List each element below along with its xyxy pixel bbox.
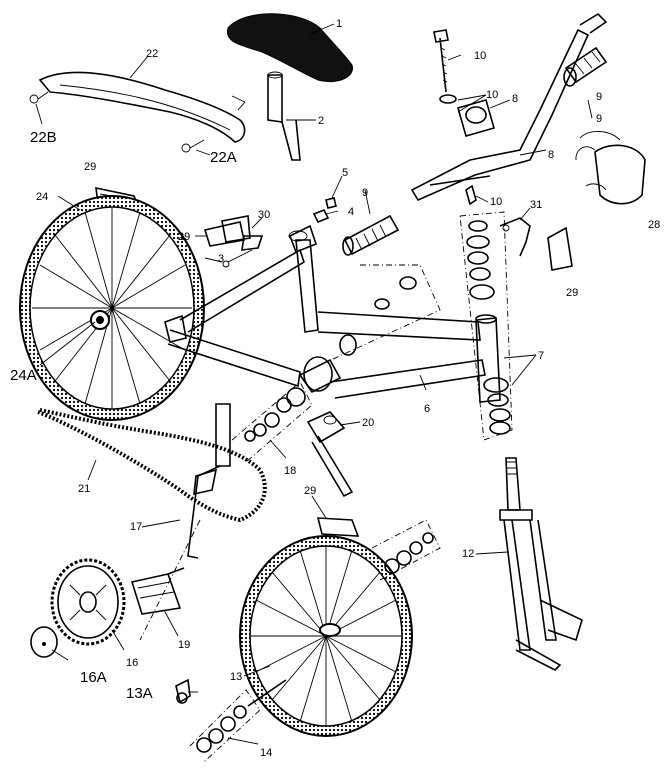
handlebar (410, 12, 608, 202)
label-30: 30 (258, 209, 270, 221)
dust-cap-16a (30, 626, 58, 658)
handlebar-pad-28 (575, 131, 646, 205)
clamp-30 (221, 215, 264, 268)
label-10b: 10 (486, 89, 498, 101)
front-hub-parts-14 (189, 679, 287, 763)
label-29b: 29 (178, 231, 190, 243)
label-9a: 9 (596, 91, 602, 103)
bolt-13a (175, 678, 191, 704)
label-20: 20 (362, 417, 374, 429)
label-16: 16 (126, 657, 138, 669)
label-18: 18 (284, 465, 296, 477)
bolt-10 (433, 29, 449, 93)
label-28: 28 (648, 219, 660, 231)
label-22b: 22B (30, 129, 57, 146)
seat-post (267, 71, 301, 161)
chain (37, 408, 267, 523)
label-3: 3 (218, 253, 224, 265)
label-24: 24 (36, 191, 48, 203)
label-6: 6 (424, 403, 430, 415)
label-17: 17 (130, 521, 142, 533)
reflector-29-rear-mid (203, 221, 245, 247)
label-31: 31 (530, 199, 542, 211)
label-16a: 16A (80, 669, 107, 686)
kickstand (306, 411, 354, 498)
label-14: 14 (260, 747, 272, 759)
label-10a: 10 (474, 50, 486, 62)
bracket-31 (499, 217, 531, 257)
label-22a: 22A (210, 149, 237, 166)
label-8a: 8 (512, 93, 518, 105)
part-labels: 1 2 3 4 5 6 7 8 8 9 9 9 10 10 10 12 13 1… (10, 18, 660, 759)
reflector-29-front (316, 517, 360, 537)
headset-stack (459, 184, 513, 441)
chain-guard (38, 71, 246, 143)
reflector-29-head (547, 226, 573, 271)
label-8b: 8 (548, 149, 554, 161)
label-21: 21 (78, 483, 90, 495)
front-hub-parts-upper (371, 519, 441, 581)
label-1: 1 (336, 18, 342, 30)
label-13: 13 (230, 671, 242, 683)
label-9b: 9 (596, 113, 602, 125)
bearing-set-18 (231, 381, 313, 463)
label-13a: 13A (126, 685, 153, 702)
seat (226, 13, 353, 83)
frame (164, 224, 501, 403)
sprocket (50, 558, 126, 646)
rear-wheel (19, 195, 205, 421)
label-5: 5 (342, 167, 348, 179)
grip-right (563, 46, 608, 87)
label-29a: 29 (84, 161, 96, 173)
pedal (130, 567, 185, 615)
front-wheel (239, 535, 413, 737)
label-19: 19 (178, 639, 190, 651)
leader-lines (35, 23, 593, 745)
front-fork (499, 457, 583, 671)
label-9c: 9 (362, 187, 368, 199)
nut-4-5 (312, 197, 337, 224)
label-2: 2 (318, 115, 324, 127)
label-7: 7 (538, 350, 544, 362)
bolt-22b (29, 91, 49, 104)
grip-left (342, 214, 400, 256)
bolt-22a (181, 139, 205, 153)
stem (439, 94, 495, 137)
label-29d: 29 (304, 485, 316, 497)
label-4: 4 (348, 206, 354, 218)
label-24a: 24A (10, 367, 37, 384)
label-10c: 10 (490, 196, 502, 208)
label-29c: 29 (566, 287, 578, 299)
bottom-bracket-bearings (319, 264, 441, 366)
label-12: 12 (462, 548, 474, 560)
label-22: 22 (146, 48, 158, 60)
